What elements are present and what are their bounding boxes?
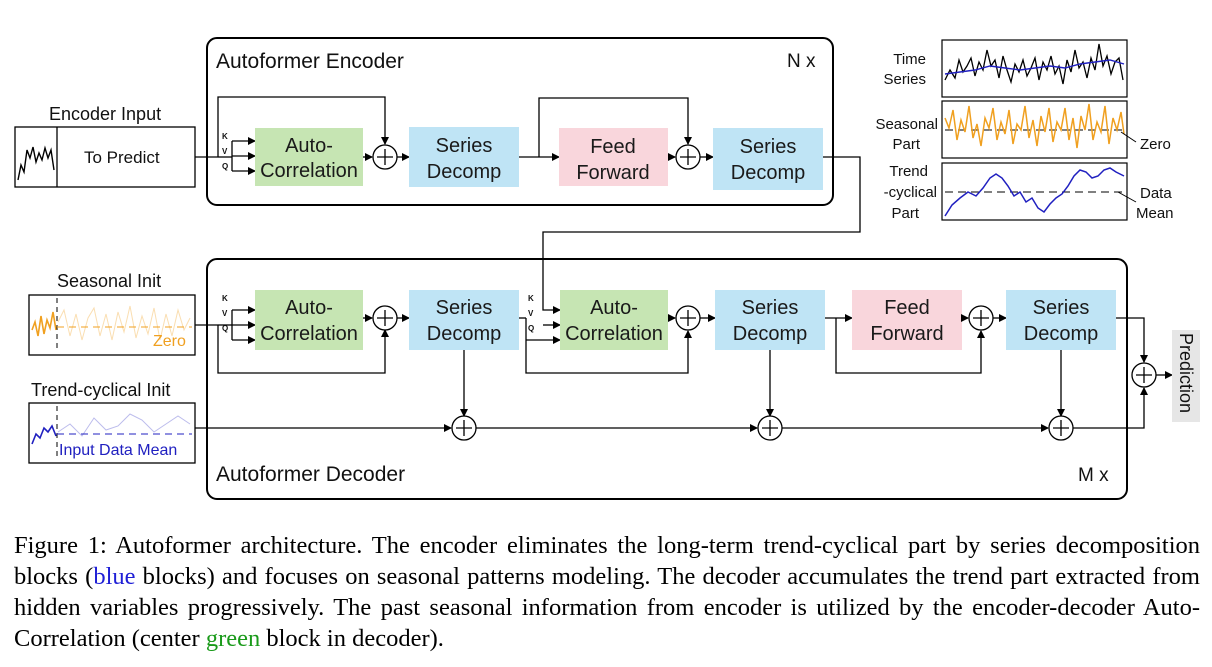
trend-mean-label: Input Data Mean (59, 442, 177, 459)
encoder-input-label: Encoder Input (49, 104, 161, 124)
encoder-frame (206, 37, 834, 206)
enc-series-decomp-2 (713, 128, 823, 190)
seasonal-init-history (31, 311, 57, 337)
encoder-input-series (17, 145, 55, 181)
dec-autocorr2-line1: Auto- (590, 297, 638, 319)
dec-feed-forward-block (852, 290, 962, 350)
legend-trend-line2: -cyclical (884, 184, 937, 201)
enc-ff-line1: Feed (590, 136, 636, 158)
seasonal-init-faded (57, 305, 191, 341)
dec-decomp1-line1: Series (436, 297, 493, 319)
figure-caption: Figure 1: Autoformer architecture. The e… (14, 530, 1200, 654)
dec-v2-label: V (528, 309, 534, 318)
enc-ff-line2: Forward (576, 162, 649, 184)
enc-decomp1-line2: Decomp (427, 161, 501, 183)
dec-decomp3-line2: Decomp (1024, 323, 1098, 345)
dec-series-decomp-1 (409, 290, 519, 350)
enc-decomp2-line2: Decomp (731, 162, 805, 184)
dec-autocorr1-line1: Auto- (285, 297, 333, 319)
enc-series-decomp-1 (409, 127, 519, 187)
dec-series-decomp-2 (715, 290, 825, 350)
caption-part-2: blocks) and focuses on seasonal patterns… (14, 563, 1200, 652)
legend-time-trend-curve (944, 59, 1125, 75)
dec-series-decomp-3 (1006, 290, 1116, 350)
enc-autocorr-line1: Auto- (285, 135, 333, 157)
decoder-repeat: M x (1078, 465, 1109, 486)
dec-autocorrelation-block-2 (560, 290, 668, 350)
enc-v-label: V (222, 147, 228, 156)
dec-k1-label: K (222, 294, 228, 303)
dec-autocorrelation-block-1 (255, 290, 363, 350)
enc-autocorrelation-block (255, 128, 363, 186)
dec-k2-label: K (528, 294, 534, 303)
legend-seasonal-line1: Seasonal (875, 116, 938, 133)
legend-seasonal-line2: Part (892, 136, 920, 153)
legend-trend-line1: Trend (889, 163, 928, 180)
seasonal-init-label: Seasonal Init (57, 271, 161, 291)
trend-init-history (31, 424, 57, 445)
seasonal-zero-label: Zero (153, 333, 186, 350)
dec-ff-line1: Feed (884, 297, 930, 319)
legend-time-series-curve (944, 43, 1124, 85)
legend-data-mean-line1: Data (1140, 185, 1172, 202)
dec-decomp2-line2: Decomp (733, 323, 807, 345)
legend-time-line1: Time (893, 51, 926, 68)
prediction-box (1172, 330, 1200, 422)
prediction-label: Prediction (1176, 333, 1196, 413)
trend-init-faded (57, 413, 191, 437)
dec-autocorr1-line2: Correlation (260, 323, 358, 345)
encoder-title: Autoformer Encoder (216, 50, 404, 73)
legend-trend-line3: Part (891, 205, 919, 222)
legend-zero-label: Zero (1140, 136, 1171, 153)
legend-seasonal-curve (944, 103, 1125, 149)
encoder-input-box (14, 126, 196, 188)
dec-v1-label: V (222, 309, 228, 318)
enc-k-label: K (222, 132, 228, 141)
autoformer-diagram: Autoformer Encoder N x Encoder Input To … (14, 37, 1200, 500)
dec-ff-line2: Forward (870, 323, 943, 345)
to-predict-label: To Predict (84, 148, 160, 167)
enc-q-label: Q (222, 162, 228, 171)
legend-data-mean-line2: Mean (1136, 205, 1174, 222)
enc-decomp2-line1: Series (740, 136, 797, 158)
dec-q2-label: Q (528, 324, 534, 333)
decoder-title: Autoformer Decoder (216, 463, 405, 486)
dec-q1-label: Q (222, 324, 228, 333)
caption-part-1: Figure 1: Autoformer architecture. The e… (14, 532, 1200, 590)
encoder-to-decoder-link (542, 156, 861, 311)
caption-blue-word: blue (93, 563, 136, 590)
decoder-frame (206, 258, 1128, 500)
dec-autocorr2-line2: Correlation (565, 323, 663, 345)
enc-autocorr-line2: Correlation (260, 160, 358, 182)
caption-green-word: green (205, 625, 261, 652)
legend-trend-panel (941, 162, 1128, 221)
dec-decomp1-line2: Decomp (427, 323, 501, 345)
legend-trend-curve (944, 167, 1125, 217)
caption-part-3: block in decoder). (260, 625, 444, 652)
encoder-repeat: N x (787, 51, 816, 72)
legend-time-line2: Series (883, 71, 926, 88)
dec-decomp3-line1: Series (1033, 297, 1090, 319)
enc-decomp1-line1: Series (436, 135, 493, 157)
dec-decomp2-line1: Series (742, 297, 799, 319)
trend-init-label: Trend-cyclical Init (31, 380, 170, 400)
enc-feed-forward-block (559, 128, 668, 186)
